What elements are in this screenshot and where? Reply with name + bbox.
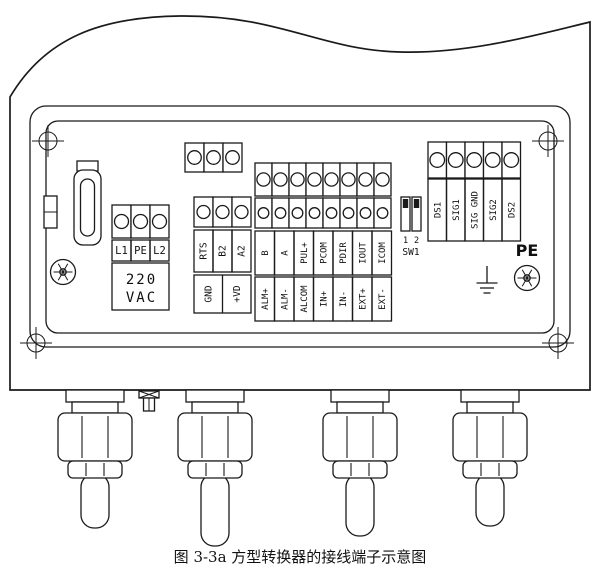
io-upper-label: IOUT (358, 242, 368, 264)
voltage-unit: VAC (126, 290, 157, 306)
io-upper-label: PUL+ (300, 242, 310, 264)
pe-label: PE (516, 241, 539, 260)
io-lower-label: ALCOM (300, 285, 310, 313)
io-upper-label: PDIR (339, 242, 349, 264)
cable (200, 473, 230, 547)
panel-screw-left-icon (49, 258, 77, 286)
mounting-crosshair (532, 125, 564, 157)
io-upper-label: ICOM (378, 242, 388, 264)
screw-terminal (288, 162, 307, 197)
io-lower-label: IN+ (319, 290, 329, 307)
screw-terminal (203, 142, 224, 173)
comm-terminal-strip: RTS B2 A2 GND +VD (193, 196, 252, 314)
screw-terminal (222, 142, 243, 173)
screw-terminal (231, 196, 252, 228)
io-upper-label: B (261, 250, 271, 255)
figure-caption: 图 3-3a 方型转换器的接线端子示意图 (174, 548, 427, 566)
screw-terminal (322, 197, 341, 229)
screw-terminal (482, 141, 503, 179)
io-lower-label: ALM- (280, 288, 290, 310)
cable-gland (57, 389, 133, 479)
screw-terminal (212, 196, 233, 228)
power-terminal-strip: L1 PE L2 220 VAC (111, 204, 170, 311)
io-lower-label: EXT+ (358, 288, 368, 310)
screw-terminal (356, 162, 375, 197)
cable-gland (177, 389, 253, 479)
io-terminal-row-lower (254, 197, 392, 229)
power-terminal-label: L1 (115, 245, 128, 257)
screw-terminal (445, 141, 466, 179)
screw-terminal (322, 162, 341, 197)
cable-gland (322, 389, 398, 479)
io-lower-label: EXT- (378, 288, 388, 310)
sensor-terminal-label: SIG GND (470, 191, 480, 229)
screw-terminal (339, 197, 358, 229)
comm-terminal-label: RTS (199, 242, 210, 259)
mounting-crosshair (20, 327, 52, 359)
io-upper-label: A (280, 250, 290, 256)
fixing-bolt (138, 390, 160, 412)
screw-terminal (149, 204, 170, 239)
screw-terminal (305, 197, 324, 229)
screw-terminal (464, 141, 485, 179)
sensor-terminal-label: SIG1 (452, 199, 462, 221)
panel-screw-right-icon (513, 264, 541, 292)
io-lower-label: ALM+ (261, 288, 271, 310)
io-upper-labels: B A PUL+ PCOM PDIR IOUT ICOM (254, 230, 393, 276)
mounting-crosshair (32, 125, 64, 157)
cable (475, 473, 505, 527)
screw-terminal (427, 141, 448, 179)
voltage-value: 220 (126, 272, 157, 288)
screw-terminal (288, 197, 307, 229)
comm-terminal-label: A2 (237, 245, 248, 256)
dip-switch-pos-1: 1 (403, 236, 408, 246)
screw-terminal (193, 196, 214, 228)
comm-terminal-label: B2 (218, 245, 229, 256)
comm-terminal-strip-top (184, 142, 243, 173)
side-clamp (43, 195, 58, 229)
screw-terminal (373, 162, 392, 197)
dip-switch-label: SW1 (402, 247, 419, 258)
io-terminal-row-upper (254, 162, 392, 197)
sensor-terminal-label: DS1 (433, 202, 443, 218)
screw-terminal (339, 162, 358, 197)
cable (345, 473, 375, 537)
fuse-holder (73, 160, 102, 246)
panel-outer-plate (29, 105, 571, 348)
power-terminal-label: PE (134, 245, 147, 257)
screw-terminal (254, 162, 273, 197)
cable-gland (452, 389, 528, 479)
fuse (79, 178, 96, 237)
aux-vd-label: +VD (232, 285, 243, 302)
dip-switch-pos-2: 2 (414, 236, 419, 246)
screw-terminal (373, 197, 392, 229)
sensor-terminal-strip: DS1 SIG1 SIG GND SIG2 DS2 (427, 141, 522, 242)
screw-terminal (501, 141, 522, 179)
io-lower-label: IN- (339, 291, 349, 307)
aux-gnd-label: GND (203, 285, 214, 302)
mounting-crosshair (542, 327, 574, 359)
screw-terminal (271, 197, 290, 229)
screw-terminal (271, 162, 290, 197)
screw-terminal (356, 197, 375, 229)
screw-terminal (130, 204, 151, 239)
screw-terminal (184, 142, 205, 173)
io-lower-labels: ALM+ ALM- ALCOM IN+ IN- EXT+ EXT- (254, 276, 393, 322)
screw-terminal (111, 204, 132, 239)
earth-ground-icon (476, 266, 498, 294)
dip-switch: 1 2 SW1 (400, 196, 422, 258)
screw-terminal (305, 162, 324, 197)
power-terminal-label: L2 (153, 245, 166, 257)
sensor-terminal-label: DS2 (507, 202, 517, 218)
sensor-terminal-label: SIG2 (489, 199, 499, 221)
screw-terminal (254, 197, 273, 229)
io-upper-label: PCOM (319, 242, 329, 264)
cable (80, 473, 110, 529)
voltage-box (111, 262, 170, 311)
